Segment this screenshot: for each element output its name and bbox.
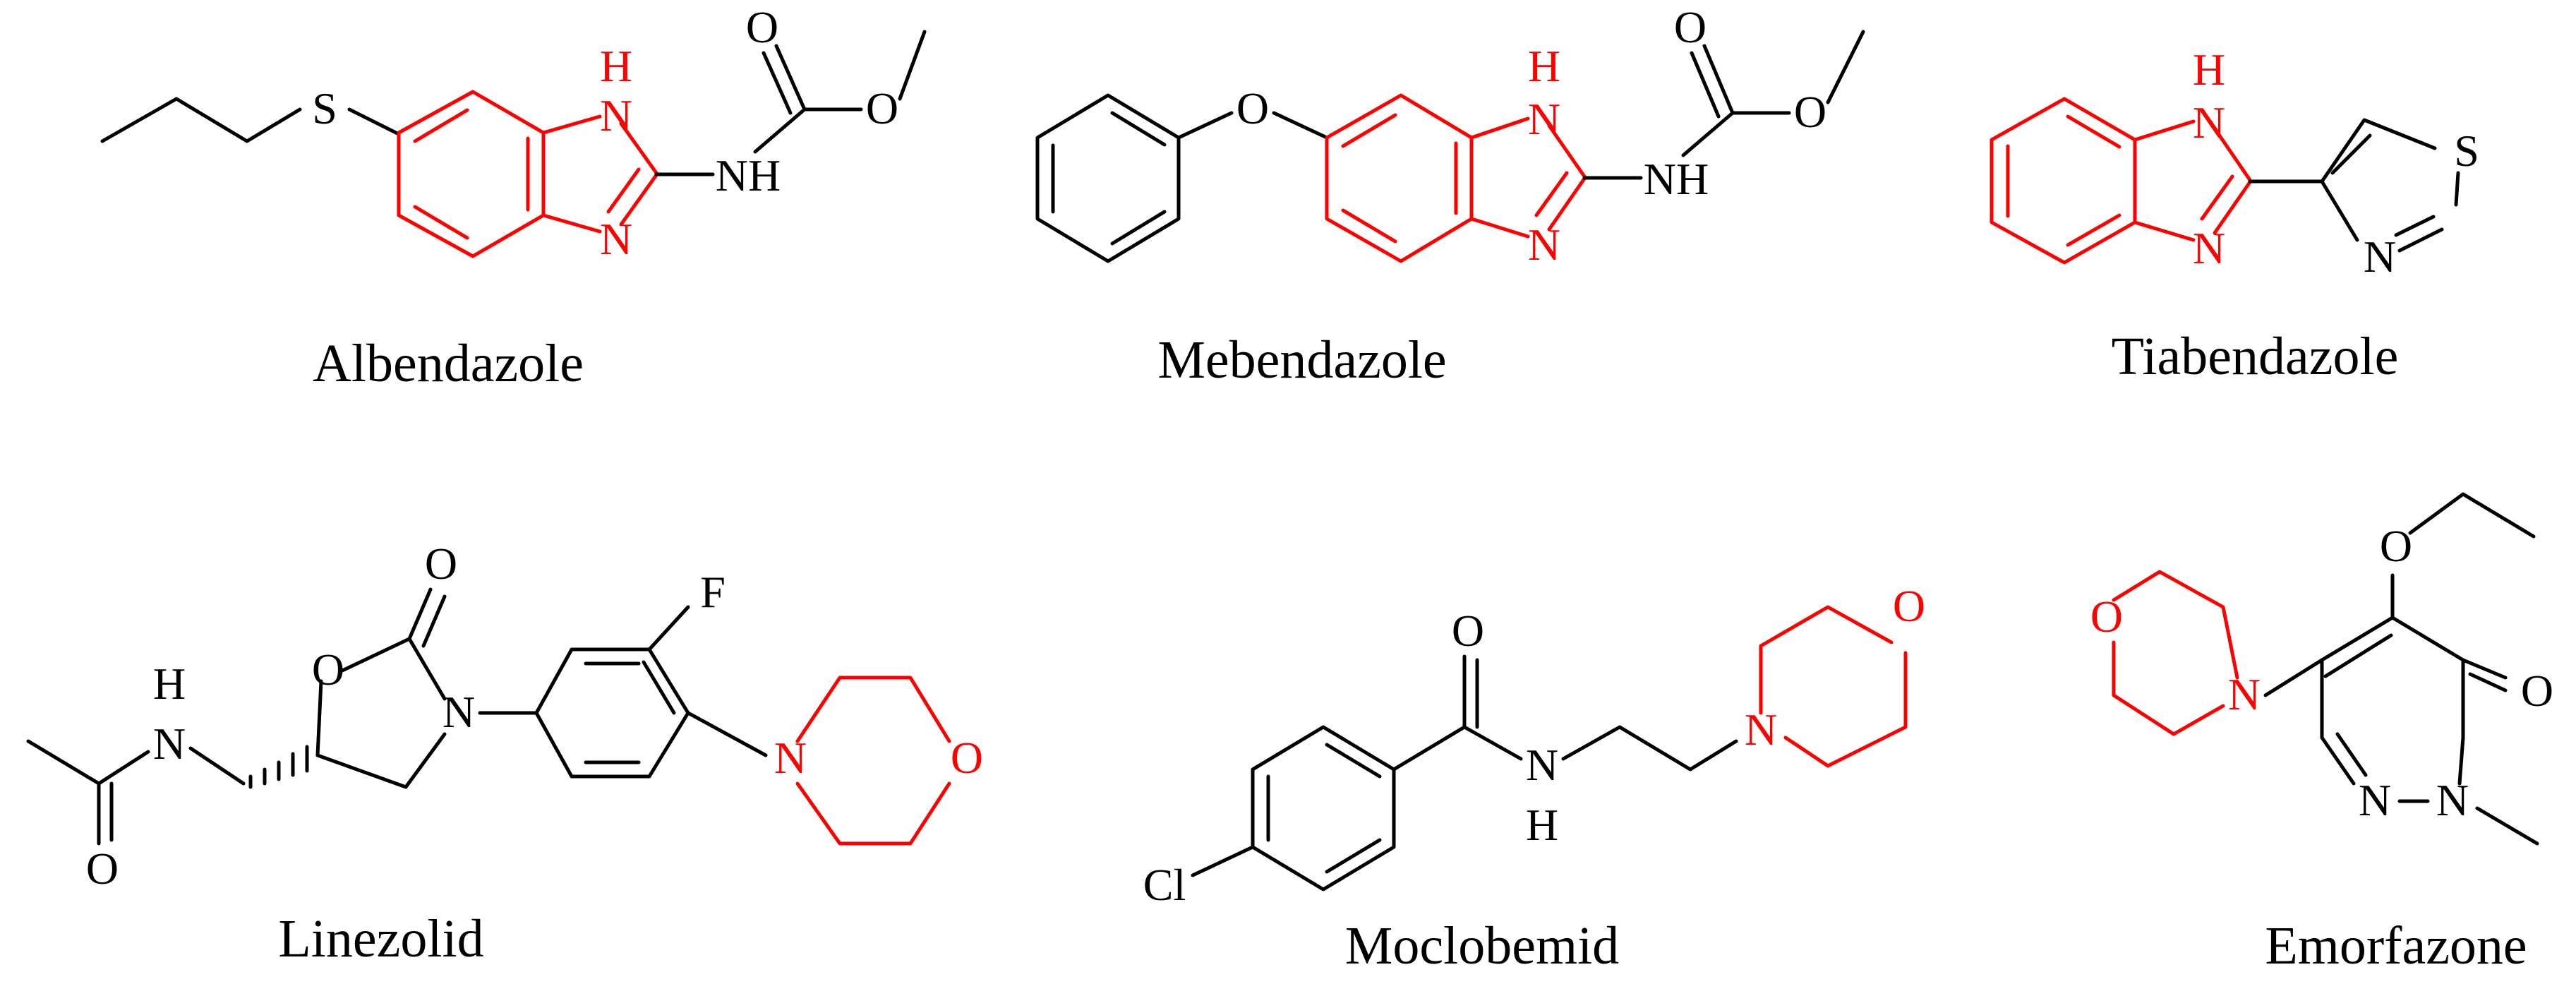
compound-name: Tiabendazole: [2112, 327, 2399, 386]
compound-name: Albendazole: [313, 334, 584, 393]
atom-o: O: [1893, 581, 1925, 631]
chlorophenyl-ring: [1251, 725, 1396, 892]
atom-o: O: [2521, 666, 2553, 716]
atom-nh: NH: [1644, 154, 1709, 204]
atom-h: H: [1528, 41, 1560, 91]
structure-mebendazole: O H N N NH O O Mebendazole: [1035, 2, 1865, 390]
morpholine-fragment: N O: [774, 676, 983, 846]
atom-o: O: [2380, 521, 2412, 571]
benzimidazole-fragment: H N N: [397, 41, 658, 264]
atom-h: H: [153, 659, 186, 709]
atom-n: N: [2359, 775, 2391, 825]
atom-n: N: [774, 733, 807, 783]
benzimidazole-fragment: H N N: [1325, 41, 1587, 270]
structure-emorfazone: O N N N O O Emorfazone: [2090, 492, 2553, 976]
atom-n: N: [600, 90, 632, 140]
atom-h: H: [2193, 44, 2225, 95]
morpholine-fragment: O N: [2090, 570, 2261, 736]
atom-n: N: [2228, 669, 2261, 719]
atom-n: N: [443, 687, 475, 737]
atom-o: O: [312, 644, 344, 695]
hashed-wedge-bond: [248, 745, 309, 789]
benzene-ring: [1990, 97, 2137, 265]
atom-n: N: [2193, 97, 2225, 148]
atom-s: S: [2454, 126, 2479, 176]
atom-n: N: [2364, 232, 2396, 282]
atom-n: N: [1526, 740, 1558, 790]
benzene-ring: [1325, 93, 1474, 263]
atom-nh: NH: [716, 150, 781, 200]
atom-o: O: [425, 539, 457, 589]
ethyl-group: [2408, 492, 2536, 539]
compound-name: Linezolid: [278, 909, 483, 968]
structure-tiabendazole: H N N S N Tiabendazole: [1990, 44, 2479, 386]
atom-o: O: [86, 844, 119, 894]
structure-albendazole: S H N N NH O O Albendazole: [100, 2, 927, 393]
propyl-chain: [100, 97, 302, 143]
atom-s: S: [312, 83, 337, 133]
atom-cl: Cl: [1143, 860, 1186, 910]
atom-o: O: [1674, 2, 1707, 52]
s-aryl-bond: [347, 107, 401, 136]
atom-o: O: [2090, 592, 2123, 642]
benzene-ring: [397, 90, 546, 258]
phenyl-ring: [1035, 93, 1181, 263]
atom-n: N: [600, 214, 632, 264]
atom-o: O: [746, 2, 778, 52]
compound-name: Mebendazole: [1157, 330, 1446, 390]
morpholine-fragment: N O: [1745, 581, 1925, 768]
atom-h: H: [600, 41, 632, 91]
benzimidazole-fragment: H N N: [1990, 44, 2252, 273]
structure-linezolid: O N H O O N F N: [26, 539, 983, 968]
atom-o: O: [1794, 87, 1826, 137]
ethyl-linker: [1561, 725, 1738, 772]
phenyl-ring: [534, 647, 690, 779]
atom-o: O: [1236, 83, 1269, 133]
atom-n: N: [2436, 775, 2469, 825]
structure-moclobemid: Cl O N H N O Moclobemid: [1143, 581, 1925, 976]
atom-o: O: [951, 733, 983, 783]
atom-h: H: [1526, 800, 1558, 850]
atom-n: N: [2193, 223, 2225, 273]
compound-name: Emorfazone: [2265, 916, 2527, 976]
atom-n: N: [153, 719, 186, 769]
atom-n: N: [1528, 220, 1560, 270]
atom-o: O: [866, 83, 898, 133]
compound-name: Moclobemid: [1345, 916, 1619, 976]
atom-f: F: [700, 567, 726, 617]
atom-n: N: [1528, 94, 1560, 144]
atom-o: O: [1452, 606, 1484, 656]
